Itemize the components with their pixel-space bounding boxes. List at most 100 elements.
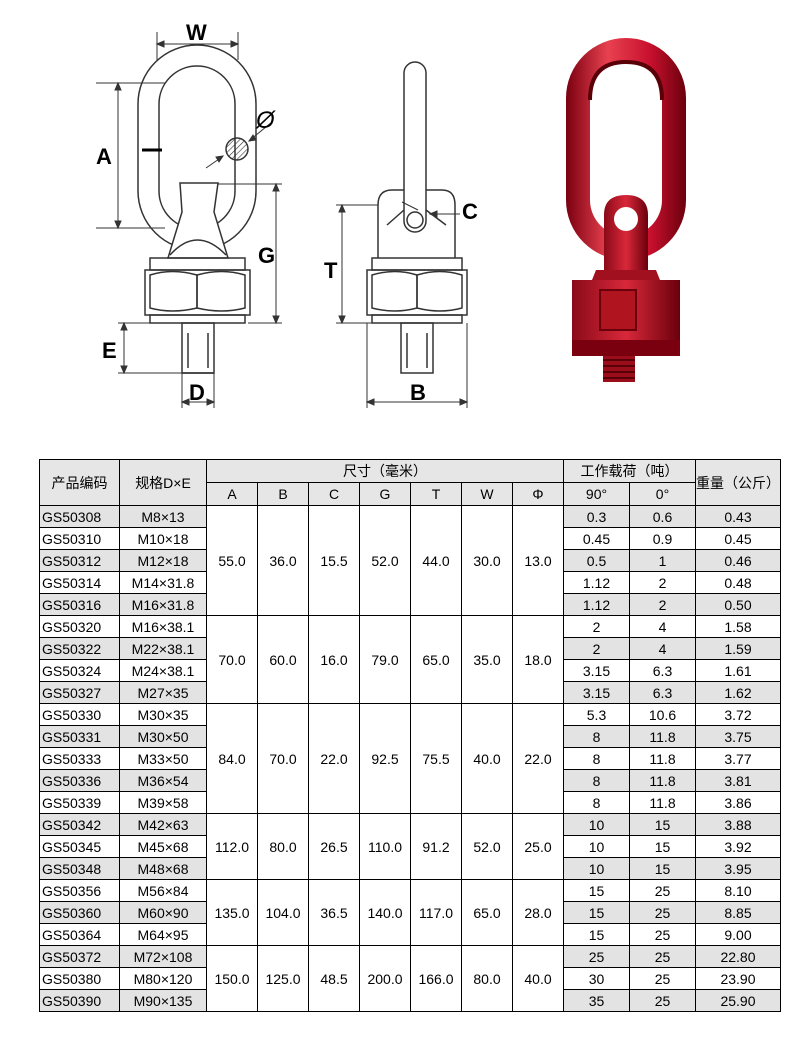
label-w: W (186, 20, 207, 45)
cell-dim-g: 200.0 (359, 945, 411, 1012)
cell-load-0: 2 (629, 593, 696, 616)
cell-weight: 3.75 (695, 725, 781, 748)
cell-dim-t: 65.0 (410, 615, 462, 704)
cell-load-90: 3.15 (563, 681, 630, 704)
cell-spec: M30×50 (119, 725, 207, 748)
cell-dim-t: 44.0 (410, 505, 462, 616)
cell-weight: 1.62 (695, 681, 781, 704)
cell-load-0: 0.9 (629, 527, 696, 550)
cell-product-code: GS50372 (39, 945, 120, 968)
cell-product-code: GS50312 (39, 549, 120, 572)
cell-spec: M90×135 (119, 989, 207, 1012)
side-view-drawing (366, 61, 468, 374)
cell-dim-b: 125.0 (257, 945, 309, 1012)
cell-product-code: GS50345 (39, 835, 120, 858)
cell-load-90: 35 (563, 989, 630, 1012)
cell-load-90: 15 (563, 879, 630, 902)
label-b: B (410, 380, 426, 405)
cell-dim-g: 140.0 (359, 879, 411, 946)
cell-weight: 1.61 (695, 659, 781, 682)
cell-load-90: 15 (563, 901, 630, 924)
cell-load-0: 2 (629, 571, 696, 594)
cell-load-0: 6.3 (629, 681, 696, 704)
cell-dim-phi: 28.0 (512, 879, 564, 946)
cell-dim-c: 26.5 (308, 813, 360, 880)
cell-spec: M36×54 (119, 769, 207, 792)
header-weight: 重量（公斤） (695, 459, 781, 506)
front-view-drawing (137, 44, 257, 374)
cell-load-0: 15 (629, 813, 696, 836)
cell-product-code: GS50330 (39, 703, 120, 726)
cell-spec: M80×120 (119, 967, 207, 990)
cell-spec: M16×38.1 (119, 615, 207, 638)
front-dimension-lines (96, 32, 282, 408)
cell-dim-a: 112.0 (206, 813, 258, 880)
cell-dim-t: 117.0 (410, 879, 462, 946)
cell-spec: M24×38.1 (119, 659, 207, 682)
cell-load-90: 5.3 (563, 703, 630, 726)
cell-dim-w: 30.0 (461, 505, 513, 616)
cell-spec: M45×68 (119, 835, 207, 858)
header-dimensions: 尺寸（毫米） (206, 459, 564, 483)
label-phi: Ø (255, 107, 276, 134)
cell-product-code: GS50380 (39, 967, 120, 990)
cell-product-code: GS50308 (39, 505, 120, 528)
cell-weight: 0.45 (695, 527, 781, 550)
cell-product-code: GS50348 (39, 857, 120, 880)
cell-spec: M12×18 (119, 549, 207, 572)
cell-weight: 0.48 (695, 571, 781, 594)
cell-product-code: GS50331 (39, 725, 120, 748)
cell-dim-c: 16.0 (308, 615, 360, 704)
cell-dim-c: 22.0 (308, 703, 360, 814)
cell-weight: 3.72 (695, 703, 781, 726)
cell-dim-t: 166.0 (410, 945, 462, 1012)
cell-load-90: 10 (563, 835, 630, 858)
cell-dim-a: 55.0 (206, 505, 258, 616)
cell-dim-w: 65.0 (461, 879, 513, 946)
cell-load-0: 25 (629, 901, 696, 924)
header-spec: 规格D×E (119, 459, 207, 506)
cell-dim-b: 70.0 (257, 703, 309, 814)
header-phi: Φ (512, 482, 564, 506)
cell-load-90: 8 (563, 791, 630, 814)
cell-dim-t: 91.2 (410, 813, 462, 880)
cell-load-0: 15 (629, 857, 696, 880)
header-t: T (410, 482, 462, 506)
cell-dim-phi: 22.0 (512, 703, 564, 814)
cell-load-0: 25 (629, 989, 696, 1012)
cell-weight: 1.59 (695, 637, 781, 660)
cell-load-90: 25 (563, 945, 630, 968)
cell-weight: 0.43 (695, 505, 781, 528)
header-a: A (206, 482, 258, 506)
cell-load-0: 10.6 (629, 703, 696, 726)
cell-dim-c: 36.5 (308, 879, 360, 946)
cell-load-90: 8 (563, 747, 630, 770)
header-product-code: 产品编码 (39, 459, 120, 506)
cell-dim-w: 80.0 (461, 945, 513, 1012)
cell-spec: M10×18 (119, 527, 207, 550)
cell-product-code: GS50320 (39, 615, 120, 638)
cell-spec: M56×84 (119, 879, 207, 902)
cell-dim-g: 52.0 (359, 505, 411, 616)
label-a: A (96, 144, 112, 169)
cell-weight: 22.80 (695, 945, 781, 968)
product-photo (566, 38, 686, 382)
header-w: W (461, 482, 513, 506)
cell-spec: M22×38.1 (119, 637, 207, 660)
cell-dim-b: 60.0 (257, 615, 309, 704)
cell-load-0: 11.8 (629, 747, 696, 770)
cell-load-90: 1.12 (563, 571, 630, 594)
product-drawings: W Ø A G E D C T B (96, 20, 686, 408)
cell-load-0: 0.6 (629, 505, 696, 528)
cell-weight: 8.85 (695, 901, 781, 924)
header-b: B (257, 482, 309, 506)
header-load-0: 0° (629, 482, 696, 506)
